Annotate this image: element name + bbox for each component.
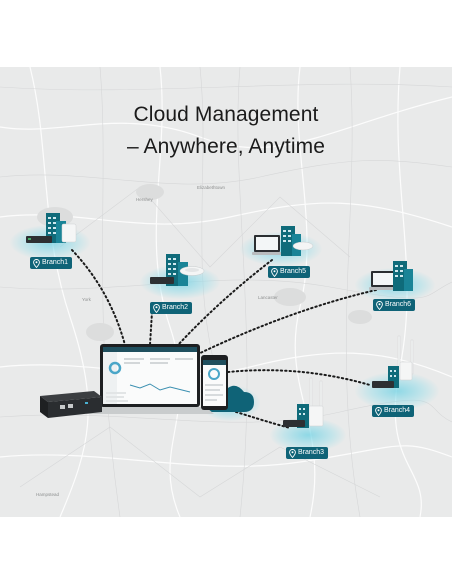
location-pin-icon (375, 406, 382, 416)
map-label-hershey: Hershey (136, 197, 153, 202)
branch-badge-3[interactable]: Branch3 (286, 447, 329, 459)
branch-label: Branch2 (162, 304, 189, 311)
branch-badge-4[interactable]: Branch4 (372, 405, 415, 417)
location-pin-icon (33, 258, 40, 268)
branch6-site (369, 261, 413, 291)
location-pin-icon (153, 303, 160, 313)
location-pin-icon (271, 267, 278, 277)
branch5-site (252, 226, 314, 256)
location-pin-icon (289, 448, 296, 458)
router-icon (283, 420, 305, 427)
branch-badge-6[interactable]: Branch6 (373, 299, 416, 311)
link-branch4 (227, 369, 371, 386)
building-icon (393, 261, 413, 291)
router-icon (372, 381, 394, 388)
link-branch6 (195, 289, 377, 356)
building-icon (281, 226, 301, 256)
branch-label: Branch3 (298, 449, 325, 456)
router-icon (26, 236, 52, 243)
branch2-site (150, 254, 205, 286)
phone-icon (201, 355, 228, 410)
link-branch2 (149, 311, 153, 346)
router-icon (40, 391, 102, 418)
map-roads (0, 67, 452, 517)
location-pin-icon (376, 300, 383, 310)
building-icon (46, 213, 66, 243)
headline-line-1: Cloud Management (133, 103, 319, 126)
building-icon (388, 366, 399, 388)
headline-line-2: – Anywhere, Anytime (126, 135, 325, 158)
switch-icon (61, 223, 77, 243)
map-label-elizabethtown: Elizabethtown (197, 185, 226, 190)
central-hub (40, 344, 254, 418)
map-label-hampstead: Hampstead (36, 492, 60, 497)
branch3-site (283, 377, 324, 428)
branch-label: Branch5 (280, 268, 307, 275)
link-branch5 (177, 259, 273, 346)
laptop-icon (86, 344, 214, 414)
branch-label: Branch4 (384, 407, 411, 414)
branch-badge-5[interactable]: Branch5 (268, 266, 311, 278)
map-label-york: York (82, 297, 91, 302)
branch-badge-1[interactable]: Branch1 (30, 257, 73, 269)
branch1-site (26, 213, 77, 243)
branch-badge-2[interactable]: Branch2 (150, 302, 193, 314)
access-point-icon (292, 241, 314, 251)
map-label-lancaster: Lancaster (258, 295, 278, 300)
router-icon (150, 277, 174, 284)
branch-label: Branch6 (385, 301, 412, 308)
link-branch1 (71, 249, 126, 346)
branch-label: Branch1 (42, 259, 69, 266)
branch4-site (372, 335, 414, 388)
